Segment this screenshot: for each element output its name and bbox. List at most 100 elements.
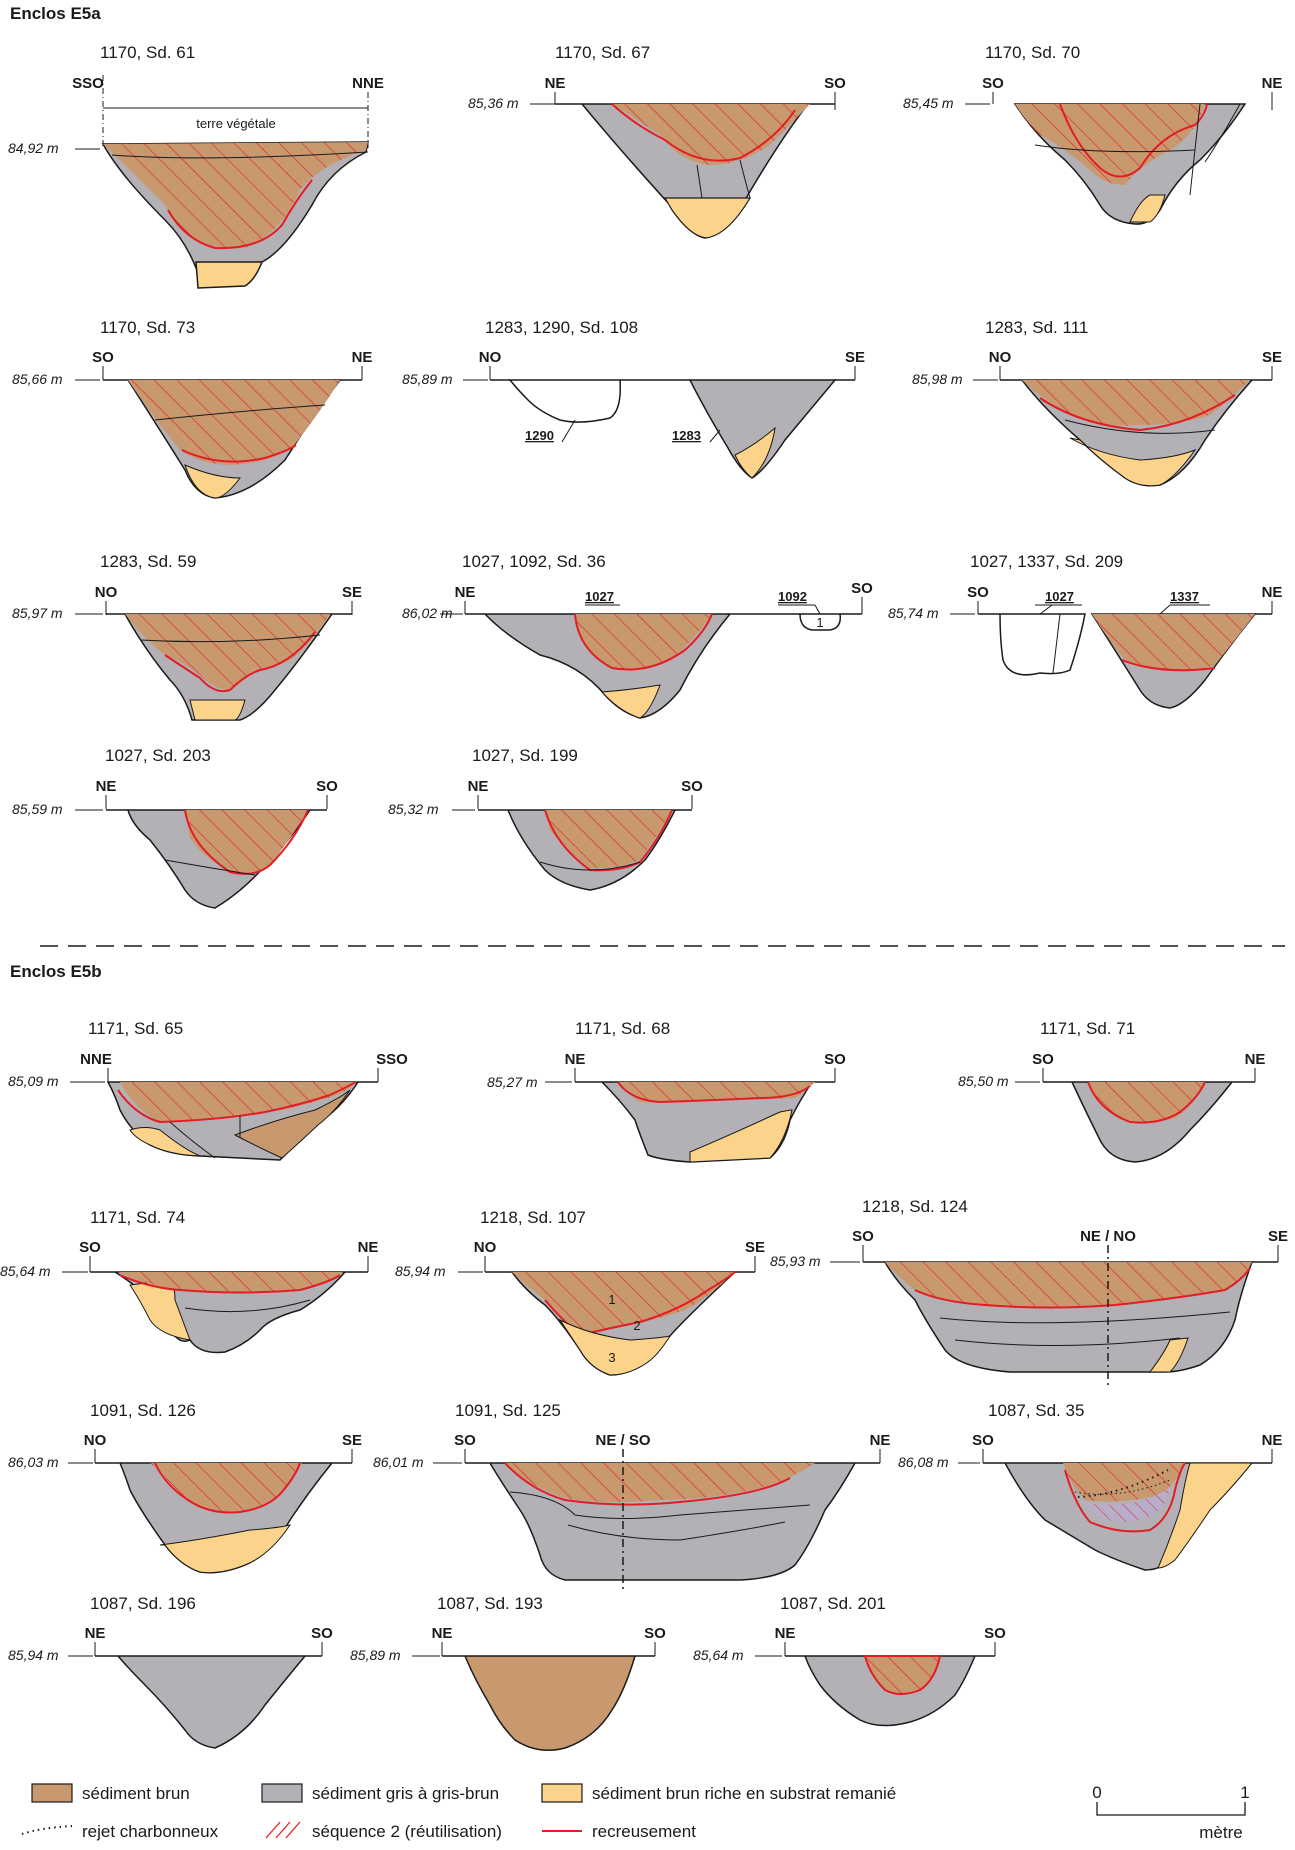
legend-item-yellow: sédiment brun riche en substrat remanié <box>541 1783 896 1803</box>
orientation-right: SO <box>681 778 703 795</box>
orientation-left: SO <box>967 584 989 601</box>
orientation-left: NO <box>479 349 502 366</box>
orientation-left: SO <box>972 1432 994 1449</box>
elevation-label: 85,64 m <box>0 1263 51 1279</box>
orientation-left: NE <box>565 1051 586 1068</box>
orientation-left: NO <box>989 349 1012 366</box>
elevation-label: 85,93 m <box>770 1253 821 1269</box>
elevation-label: 85,98 m <box>912 371 963 387</box>
section-sd61: 1170, Sd. 61 SSO NNE terre végétale 84,9… <box>8 43 384 289</box>
orientation-left: NE <box>455 584 476 601</box>
section-title: 1171, Sd. 68 <box>575 1019 670 1038</box>
section-sd196: 1087, Sd. 196 NE SO 85,94 m <box>8 1594 333 1749</box>
elevation-label: 85,36 m <box>468 95 519 111</box>
orientation-left: SO <box>852 1228 874 1245</box>
elevation-label: 86,08 m <box>898 1454 949 1470</box>
section-title: 1218, Sd. 107 <box>480 1208 586 1227</box>
section-sd36: 1027, 1092, Sd. 36 NE SO 86,02 m 1 1027 … <box>402 552 873 719</box>
legend-seq2-label: séquence 2 (réutilisation) <box>312 1822 502 1841</box>
section-title: 1171, Sd. 74 <box>90 1208 185 1227</box>
header-e5a: Enclos E5a <box>10 4 101 23</box>
orientation-right: SE <box>745 1239 765 1256</box>
elevation-label: 85,09 m <box>8 1073 59 1089</box>
section-sd199: 1027, Sd. 199 NE SO 85,32 m <box>388 746 703 891</box>
feature-1027-label: 1027 <box>1045 589 1074 604</box>
section-sd209: 1027, 1337, Sd. 209 SO NE 85,74 m 1027 1… <box>888 552 1283 709</box>
orientation-left: NO <box>84 1432 107 1449</box>
legend-recut-label: recreusement <box>592 1822 696 1841</box>
orientation-left: NE <box>468 778 489 795</box>
elevation-label: 85,64 m <box>693 1647 744 1663</box>
layer-1-label: 1 <box>816 615 823 630</box>
orientation-left: SO <box>454 1432 476 1449</box>
orientation-middle: NE / SO <box>595 1432 650 1449</box>
elevation-label: 85,50 m <box>958 1073 1009 1089</box>
orientation-left: NE <box>775 1625 796 1642</box>
orientation-right: NE <box>1262 584 1283 601</box>
legend-yellow-label: sédiment brun riche en substrat remanié <box>592 1784 896 1803</box>
section-title: 1087, Sd. 35 <box>988 1401 1084 1420</box>
section-sd111: 1283, Sd. 111 NO SE 85,98 m <box>912 318 1282 487</box>
orientation-right: SSO <box>376 1051 408 1068</box>
section-sd124: 1218, Sd. 124 SO NE / NO SE 85,93 m <box>770 1197 1288 1385</box>
section-title: 1087, Sd. 193 <box>437 1594 543 1613</box>
section-sd70: 1170, Sd. 70 SO NE 85,45 m <box>903 43 1283 225</box>
elevation-label: 85,66 m <box>12 371 63 387</box>
orientation-right: NE <box>1245 1051 1266 1068</box>
orientation-right: SE <box>1262 349 1282 366</box>
orientation-right: NE <box>1262 1432 1283 1449</box>
elevation-label: 85,32 m <box>388 801 439 817</box>
orientation-left: SO <box>982 75 1004 92</box>
section-sd65: 1171, Sd. 65 NNE SSO 85,09 m <box>8 1019 408 1161</box>
section-title: 1283, Sd. 59 <box>100 552 196 571</box>
orientation-left: SO <box>92 349 114 366</box>
section-title: 1170, Sd. 73 <box>100 318 195 337</box>
legend-charcoal-label: rejet charbonneux <box>82 1822 219 1841</box>
feature-1337-label: 1337 <box>1170 589 1199 604</box>
section-title: 1170, Sd. 70 <box>985 43 1080 62</box>
section-title: 1027, Sd. 199 <box>472 746 578 765</box>
section-title: 1170, Sd. 61 <box>100 43 195 62</box>
elevation-label: 85,94 m <box>395 1263 446 1279</box>
orientation-right: SE <box>342 1432 362 1449</box>
section-title: 1218, Sd. 124 <box>862 1197 968 1216</box>
orientation-right: SE <box>845 349 865 366</box>
topsoil-label: terre végétale <box>196 116 276 131</box>
scale-bar: 0 1 mètre <box>1092 1783 1249 1842</box>
legend-item-charcoal: rejet charbonneux <box>21 1822 219 1841</box>
elevation-label: 85,45 m <box>903 95 954 111</box>
orientation-left: NNE <box>80 1051 112 1068</box>
scale-max-label: 1 <box>1240 1783 1249 1802</box>
orientation-left: NE <box>432 1625 453 1642</box>
feature-1027-label: 1027 <box>585 589 614 604</box>
section-title: 1027, 1337, Sd. 209 <box>970 552 1123 571</box>
orientation-right: SE <box>1268 1228 1288 1245</box>
section-title: 1027, Sd. 203 <box>105 746 211 765</box>
scale-min-label: 0 <box>1092 1783 1101 1802</box>
section-title: 1087, Sd. 201 <box>780 1594 886 1613</box>
section-sd71: 1171, Sd. 71 SO NE 85,50 m <box>958 1019 1266 1163</box>
section-title: 1087, Sd. 196 <box>90 1594 196 1613</box>
orientation-right: SO <box>851 580 873 597</box>
feature-1290-label: 1290 <box>525 428 554 443</box>
section-title: 1283, Sd. 111 <box>985 318 1088 337</box>
elevation-label: 86,03 m <box>8 1454 59 1470</box>
legend-item-seq2: séquence 2 (réutilisation) <box>265 1821 502 1841</box>
layer-3-label: 3 <box>608 1350 615 1365</box>
section-sd201: 1087, Sd. 201 NE SO 85,64 m <box>693 1594 1006 1727</box>
orientation-left: SO <box>79 1239 101 1256</box>
section-title: 1027, 1092, Sd. 36 <box>462 552 606 571</box>
orientation-right: SO <box>984 1625 1006 1642</box>
legend-item-brown: sédiment brun <box>31 1783 190 1803</box>
legend-grey-label: sédiment gris à gris-brun <box>312 1784 499 1803</box>
orientation-right: SE <box>342 584 362 601</box>
orientation-right: NE <box>1262 75 1283 92</box>
section-sd203: 1027, Sd. 203 NE SO 85,59 m <box>12 746 338 909</box>
section-sd59: 1283, Sd. 59 NO SE 85,97 m <box>12 552 362 721</box>
orientation-left: NO <box>474 1239 497 1256</box>
section-sd67: 1170, Sd. 67 NE SO 85,36 m <box>468 43 846 239</box>
legend-item-recut: recreusement <box>542 1822 696 1841</box>
section-sd68: 1171, Sd. 68 NE SO 85,27 m <box>487 1019 846 1163</box>
orientation-right: NE <box>870 1432 891 1449</box>
